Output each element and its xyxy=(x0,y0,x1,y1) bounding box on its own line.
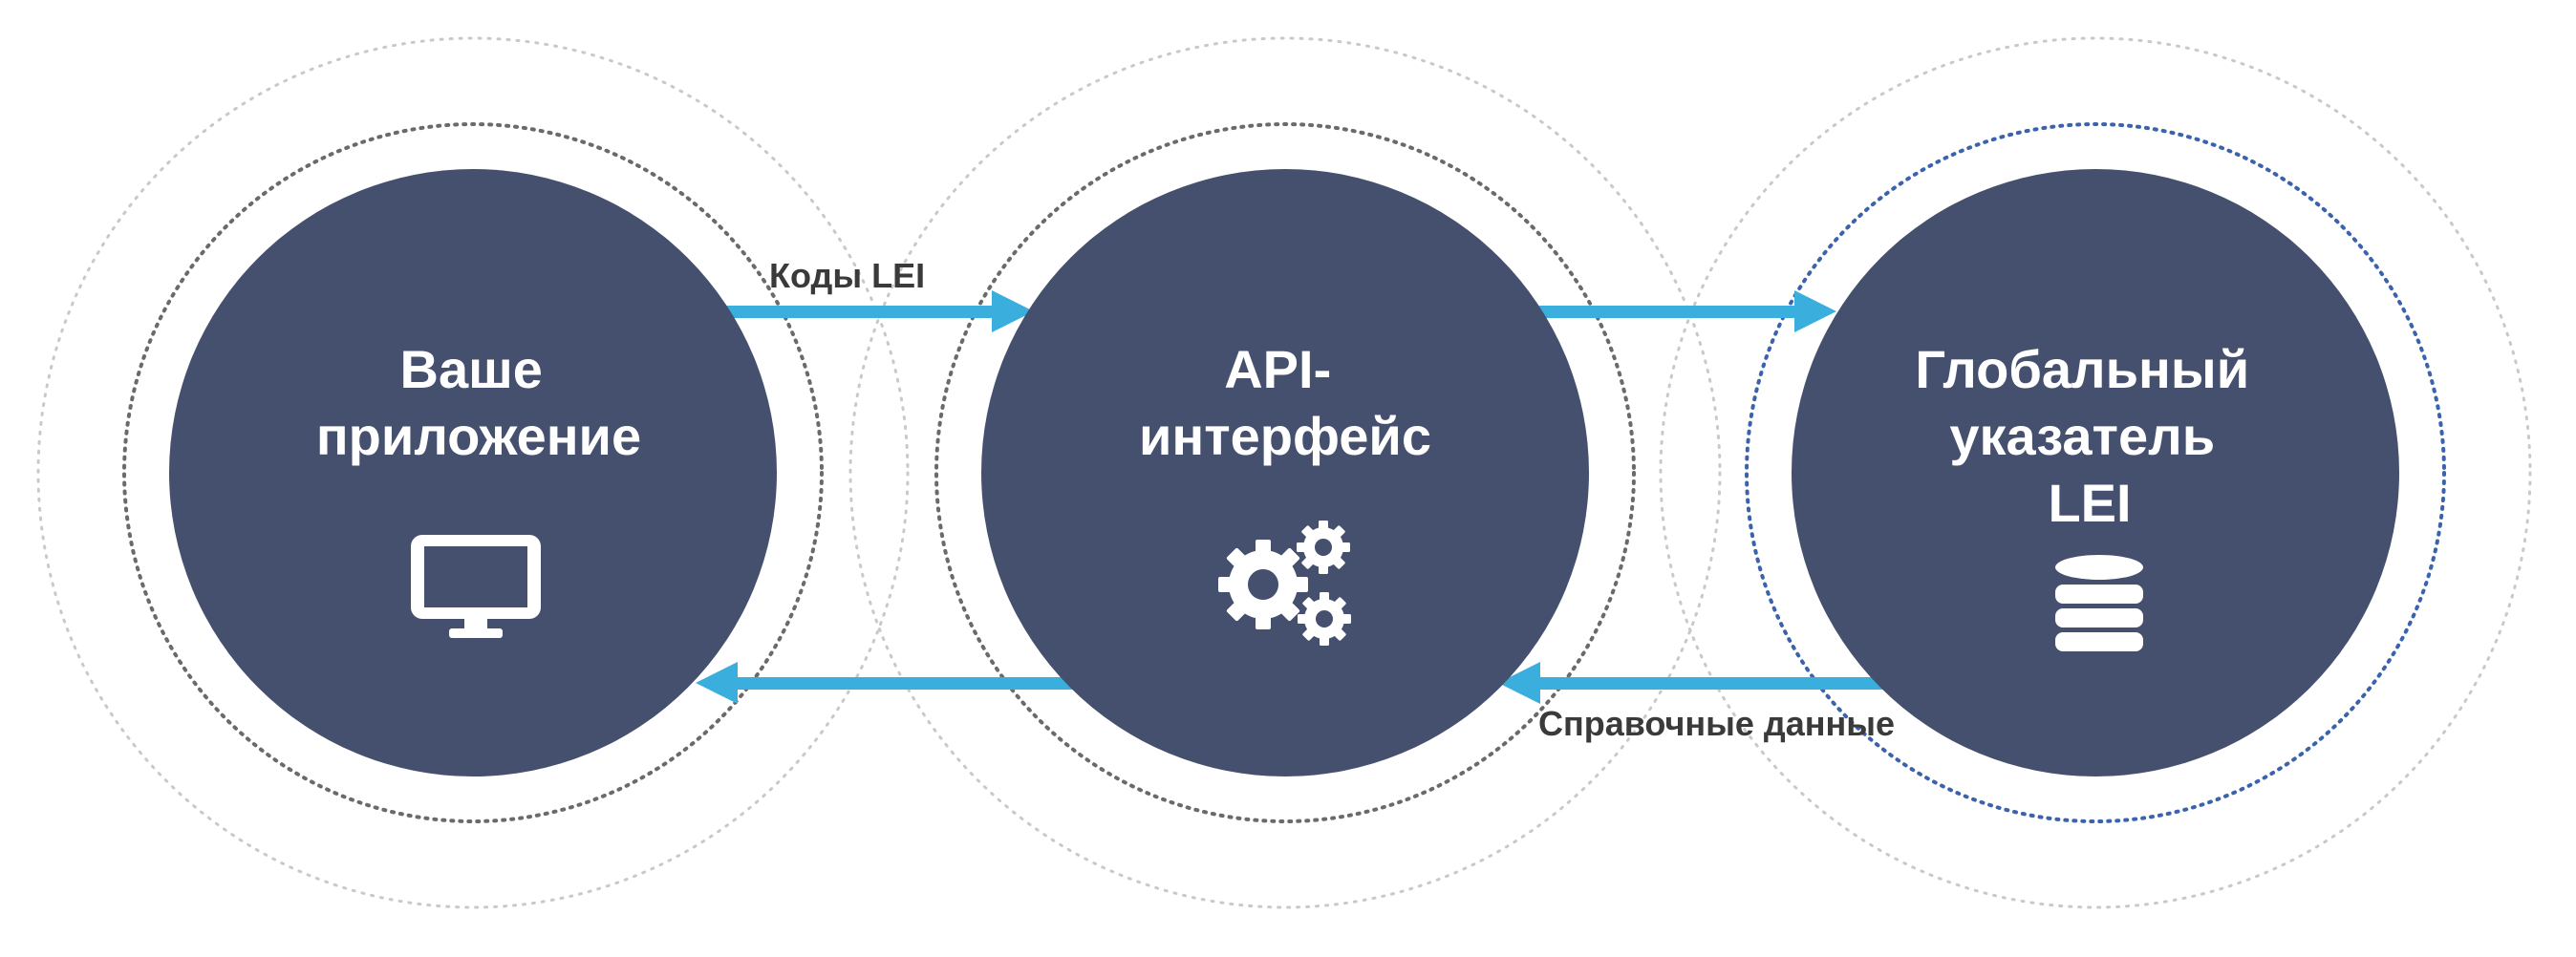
node-lei-title-line: Глобальный xyxy=(1915,339,2249,399)
inner-ring-lei xyxy=(1745,122,2446,823)
arrow-app-to-api xyxy=(726,290,1034,332)
node-app-title-line: приложение xyxy=(316,406,641,466)
database-icon xyxy=(2055,555,2143,651)
arrow-api-to-app xyxy=(696,662,1089,704)
node-lei xyxy=(1792,169,2399,776)
node-api-title: API- интерфейс xyxy=(1139,339,1431,466)
inner-ring-api xyxy=(934,122,1636,823)
node-lei-title: Глобальный указатель LEI xyxy=(1915,339,2264,533)
outer-ring-api xyxy=(848,36,1722,909)
node-api-title-line: API- xyxy=(1224,339,1331,399)
node-app xyxy=(169,169,777,776)
monitor-icon xyxy=(411,535,541,638)
node-api xyxy=(981,169,1589,776)
node-app-title-line: Ваше xyxy=(400,339,543,399)
node-lei-title-line: LEI xyxy=(2048,473,2131,533)
node-lei-title-line: указатель xyxy=(1949,406,2215,466)
node-app-title: Ваше приложение xyxy=(316,339,641,466)
edge-label-lei-codes: Коды LEI xyxy=(769,256,925,295)
node-api-title-line: интерфейс xyxy=(1139,406,1431,466)
outer-ring-app xyxy=(36,36,910,909)
outer-ring-lei xyxy=(1659,36,2532,909)
edge-label-reference-data: Справочные данные xyxy=(1538,704,1895,743)
inner-ring-app xyxy=(122,122,824,823)
arrow-api-to-lei xyxy=(1538,290,1836,332)
arrow-lei-to-api xyxy=(1498,662,1901,704)
gears-icon xyxy=(1218,521,1351,646)
